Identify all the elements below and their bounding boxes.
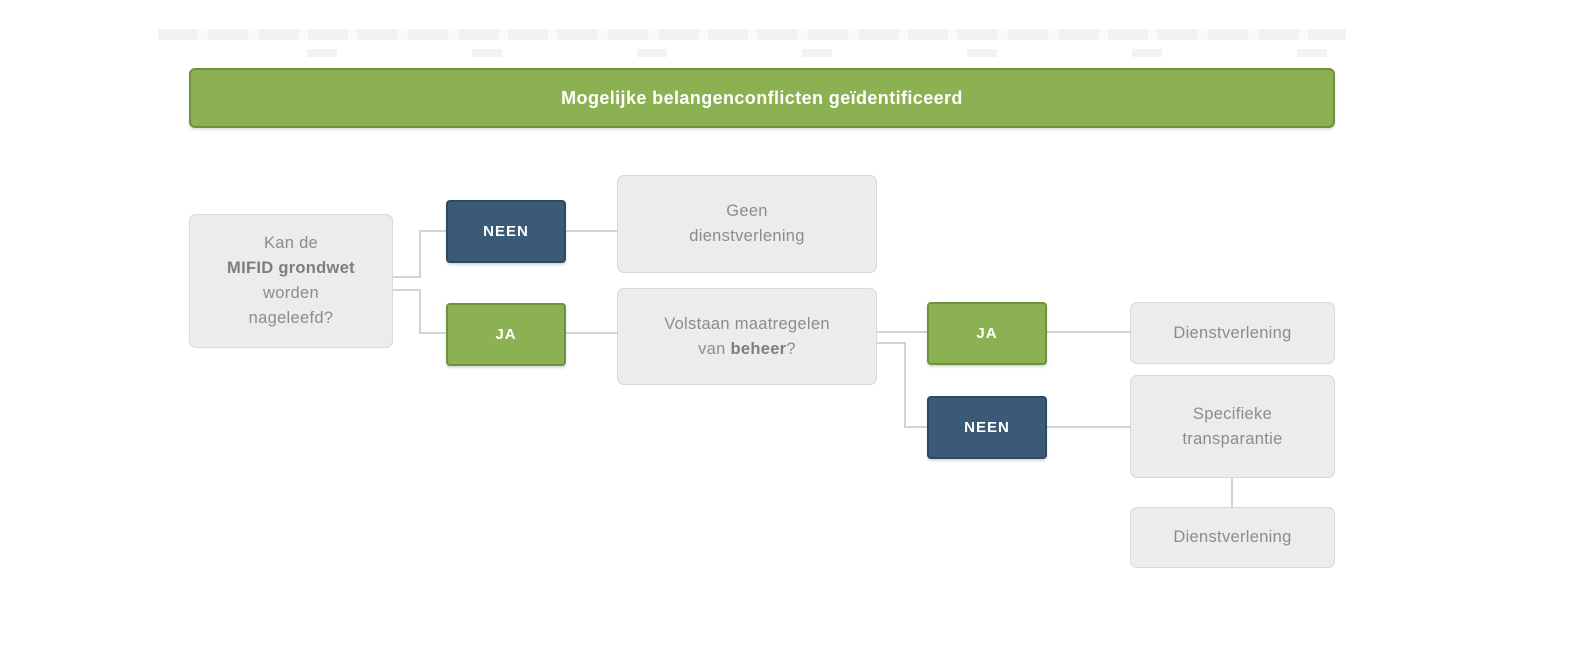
outcome-line: Geen — [726, 202, 768, 220]
connector — [419, 289, 421, 334]
question-line: Kan de — [263, 234, 319, 252]
connector — [904, 426, 927, 428]
outcome-line: Dienstverlening — [1173, 528, 1292, 546]
decision-neen-2: NEEN — [927, 396, 1047, 459]
connector — [877, 331, 927, 333]
outcome-dienstverlening-bottom-box: Dienstverlening — [1130, 507, 1335, 568]
outcome-line: Dienstverlening — [1173, 323, 1292, 342]
outcome-line: dienstverlening — [689, 227, 805, 245]
decision-label: NEEN — [483, 223, 529, 240]
decision-label: JA — [495, 326, 517, 343]
connector — [1047, 426, 1130, 428]
outcome-dienstverlening-top-box: Dienstverlening — [1130, 302, 1335, 364]
connector — [393, 276, 420, 278]
outcome-line: Specifieke — [1192, 404, 1273, 423]
connector — [566, 230, 617, 232]
question-line: Volstaan maatregelen — [664, 314, 830, 333]
connector — [393, 289, 420, 291]
header-title: Mogelijke belangenconflicten geïdentific… — [561, 87, 963, 108]
connector — [419, 332, 446, 334]
connector — [1047, 331, 1130, 333]
outcome-specifieke-transparantie-box: Specifieke transparantie — [1130, 375, 1335, 478]
decision-ja-2: JA — [927, 302, 1047, 365]
outcome-line: transparantie — [1182, 429, 1283, 448]
question-maatregelen-beheer-box: Volstaan maatregelen van beheer? — [617, 288, 877, 385]
decision-ja-1: JA — [446, 303, 566, 366]
decision-label: JA — [976, 325, 998, 342]
cropped-artifact-band — [172, 49, 1338, 57]
cropped-artifact-band — [158, 29, 1346, 40]
connector — [877, 342, 906, 344]
connector — [1231, 478, 1233, 507]
question-line: nageleefd? — [248, 309, 334, 327]
outcome-geen-dienstverlening-box: Geen dienstverlening — [617, 175, 877, 273]
connector — [419, 230, 421, 278]
question-line-bold: MIFID grondwet — [227, 259, 355, 277]
connector — [419, 230, 446, 232]
header-banner: Mogelijke belangenconflicten geïdentific… — [189, 68, 1335, 128]
question-word-bold: beheer — [730, 339, 787, 358]
decision-neen-1: NEEN — [446, 200, 566, 263]
connector — [566, 332, 617, 334]
decision-label: NEEN — [964, 419, 1010, 436]
question-line: worden — [263, 284, 319, 302]
question-line: van beheer? — [698, 339, 796, 358]
question-mifid-grondwet-box: Kan de MIFID grondwet worden nageleefd? — [189, 214, 393, 348]
connector — [904, 342, 906, 428]
